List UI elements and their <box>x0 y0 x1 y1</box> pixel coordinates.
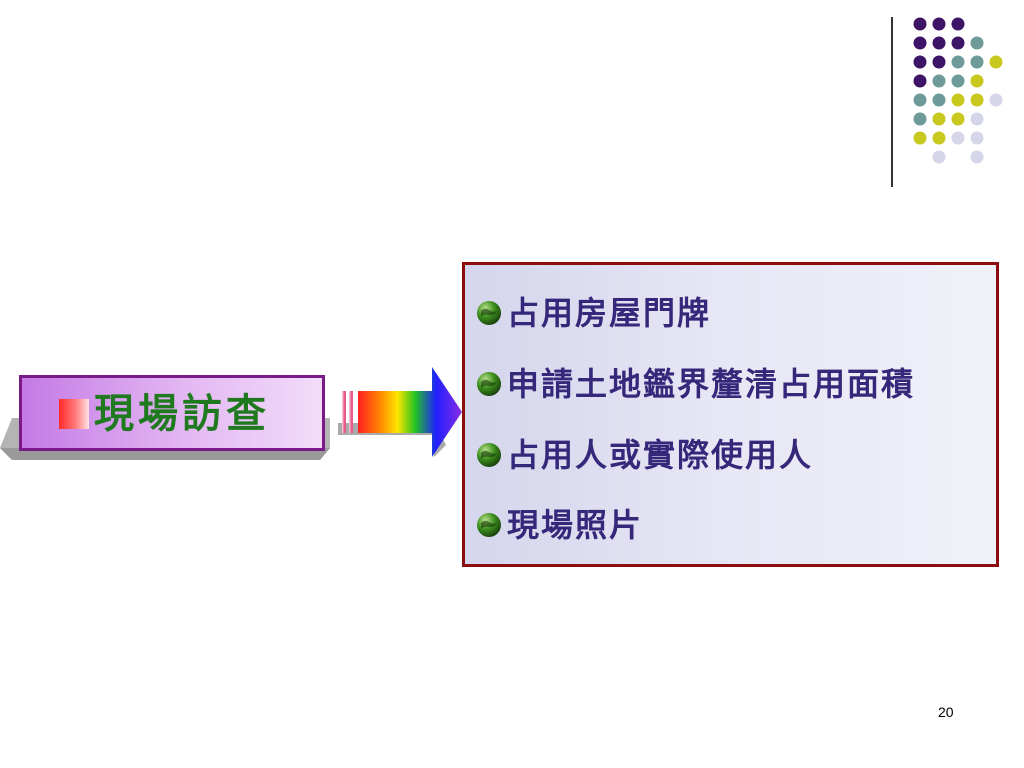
dot <box>970 55 984 69</box>
dot <box>970 93 984 107</box>
dot <box>913 112 927 126</box>
dot <box>951 93 965 107</box>
dot <box>913 93 927 107</box>
slide-title: 現場訪查 <box>94 390 270 437</box>
dot <box>932 55 946 69</box>
dot <box>932 150 946 164</box>
list-item-text: 占用房屋門牌 <box>507 294 712 332</box>
dot <box>970 36 984 50</box>
content-panel: 占用房屋門牌 申請土地鑑界釐清占用面積 占用人或實際使用人 現場照片 <box>462 262 999 567</box>
dot <box>932 112 946 126</box>
dot <box>989 93 1003 107</box>
dot <box>951 131 965 145</box>
dot <box>913 55 927 69</box>
page-number: 20 <box>938 704 954 720</box>
dot <box>951 36 965 50</box>
list-item: 占用人或實際使用人 <box>475 435 813 475</box>
green-globe-icon <box>477 301 501 325</box>
dot <box>913 17 927 31</box>
decorative-dot-grid <box>913 17 1003 164</box>
dot <box>932 131 946 145</box>
rainbow-arrow-icon <box>338 367 462 457</box>
dot <box>951 17 965 31</box>
decorative-divider-line <box>891 17 893 187</box>
green-globe-icon <box>477 443 501 467</box>
title-box: 現場訪查 <box>19 375 325 451</box>
dot <box>913 74 927 88</box>
list-item-text: 占用人或實際使用人 <box>507 436 814 474</box>
dot <box>970 74 984 88</box>
dot <box>913 36 927 50</box>
dot <box>970 112 984 126</box>
dot <box>932 74 946 88</box>
dot <box>932 17 946 31</box>
dot <box>932 93 946 107</box>
dot <box>932 36 946 50</box>
dot <box>970 131 984 145</box>
list-item: 申請土地鑑界釐清占用面積 <box>475 364 915 404</box>
list-item-text: 申請土地鑑界釐清占用面積 <box>507 365 916 403</box>
green-globe-icon <box>477 372 501 396</box>
dot <box>989 55 1003 69</box>
dot <box>970 150 984 164</box>
green-globe-icon <box>477 513 501 537</box>
dot <box>951 112 965 126</box>
dot <box>951 74 965 88</box>
list-item-text: 現場照片 <box>507 506 644 544</box>
dot <box>951 55 965 69</box>
gradient-square-icon <box>59 399 89 429</box>
list-item: 現場照片 <box>475 505 643 545</box>
dot <box>913 131 927 145</box>
list-item: 占用房屋門牌 <box>475 293 711 333</box>
